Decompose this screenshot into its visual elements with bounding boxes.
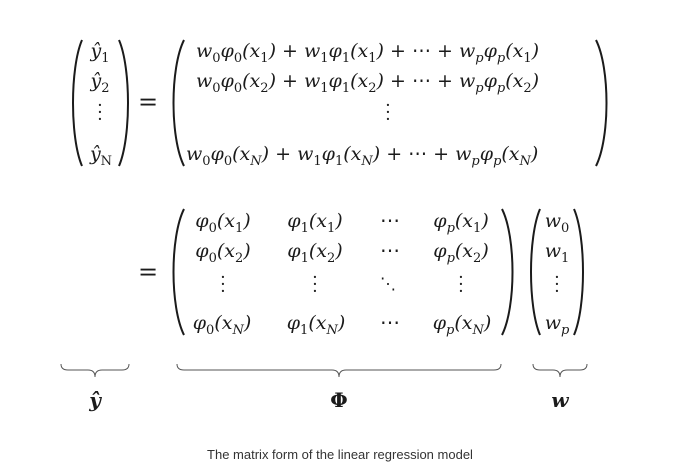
- lhs-left-paren: [72, 39, 83, 167]
- matrix-cell: φ0(xN): [192, 312, 252, 338]
- matrix-cell: φ1(x2): [287, 240, 343, 266]
- matrix-vdots: · · ·: [220, 268, 226, 302]
- figure-caption: The matrix form of the linear regression…: [207, 447, 473, 462]
- lhs-entry-y2: ŷ2: [90, 70, 110, 96]
- expanded-row-2: w0φ0(x2) + w1φ1(x2) + ⋯ + wpφp(x2): [196, 70, 540, 96]
- weight-entry-wp: wp: [544, 312, 570, 338]
- matrix-cell: φ0(x1): [195, 210, 251, 236]
- matrix-cell: φ0(x2): [195, 240, 251, 266]
- matrix-cell: φp(x1): [433, 210, 489, 236]
- matrix-left-paren: [172, 208, 185, 336]
- matrix-ddots: ⋱: [380, 274, 396, 293]
- matrix-vdots: · · ·: [458, 268, 464, 302]
- weight-left-paren: [530, 208, 541, 336]
- lhs-entry-y1: ŷ1: [90, 40, 110, 66]
- matrix-cell: φ1(x1): [287, 210, 343, 236]
- matrix-hdots: ⋯: [380, 310, 400, 334]
- matrix-vdots: · · ·: [312, 268, 318, 302]
- matrix-cell: φ1(xN): [286, 312, 346, 338]
- matrix-hdots: ⋯: [380, 238, 400, 262]
- lhs-entry-yN: ŷN: [89, 143, 113, 169]
- weight-entry-w1: w1: [544, 240, 570, 266]
- weight-vdots: · · ·: [554, 268, 560, 302]
- equals-sign-1: =: [138, 88, 159, 116]
- matrix-hdots: ⋯: [380, 208, 400, 232]
- matrix-right-paren: [501, 208, 514, 336]
- y-hat-underbrace: [60, 363, 130, 378]
- matrix-cell: φp(xN): [432, 312, 492, 338]
- expanded-right-paren: [595, 39, 608, 167]
- lhs-right-paren: [118, 39, 129, 167]
- matrix-cell: φp(x2): [433, 240, 489, 266]
- phi-underbrace: [176, 363, 502, 378]
- expanded-vdots: · · ·: [385, 96, 391, 130]
- w-label: w: [551, 388, 569, 412]
- w-underbrace: [532, 363, 588, 378]
- lhs-vdots: · · ·: [97, 96, 103, 130]
- weight-right-paren: [573, 208, 584, 336]
- y-hat-label: ŷ: [89, 388, 101, 412]
- expanded-row-N: w0φ0(xN) + w1φ1(xN) + ⋯ + wpφp(xN): [186, 143, 539, 169]
- weight-entry-w0: w0: [544, 210, 570, 236]
- expanded-left-paren: [172, 39, 185, 167]
- phi-label: Φ: [330, 388, 348, 412]
- expanded-row-1: w0φ0(x1) + w1φ1(x1) + ⋯ + wpφp(x1): [196, 40, 540, 66]
- equals-sign-2: =: [138, 258, 159, 286]
